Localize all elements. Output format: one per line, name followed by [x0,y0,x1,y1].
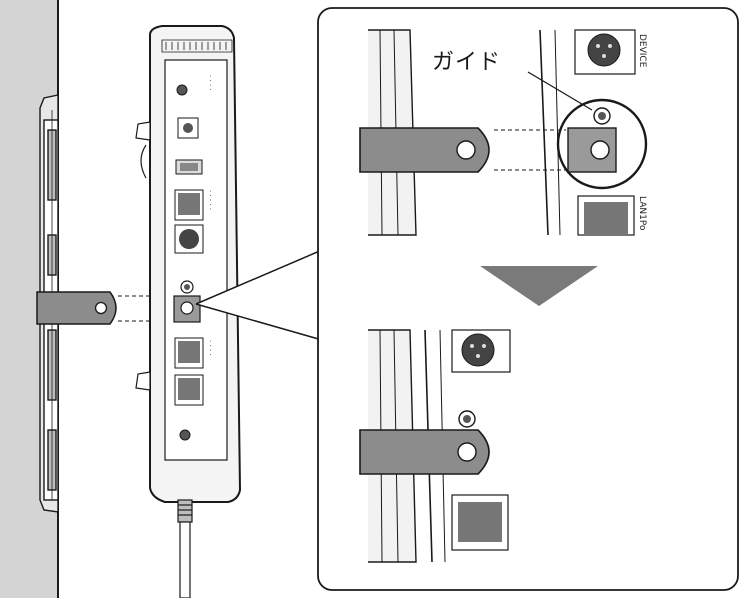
bracket-detail-after [359,429,490,475]
svg-text:. . . .: . . . . [208,75,216,91]
arrow-down-icon [480,266,598,306]
svg-text:. . . . .: . . . . . [208,190,216,210]
detail-before: DEVICE LAN1Po [359,29,648,236]
lan-port-label: LAN1Po [637,196,647,231]
antenna-cable [177,499,193,599]
guide-highlight-circle [556,98,648,190]
guide-label: ガイド [432,50,502,75]
callout-pointer [195,249,323,341]
svg-text:. . . .: . . . . [208,340,216,356]
detail-after [359,329,511,563]
main-bracket [36,291,172,325]
device-side-view: . . . . . . . . . . . . . [135,25,242,503]
device-port-label: DEVICE [637,34,647,68]
bracket-detail-before [359,127,490,173]
